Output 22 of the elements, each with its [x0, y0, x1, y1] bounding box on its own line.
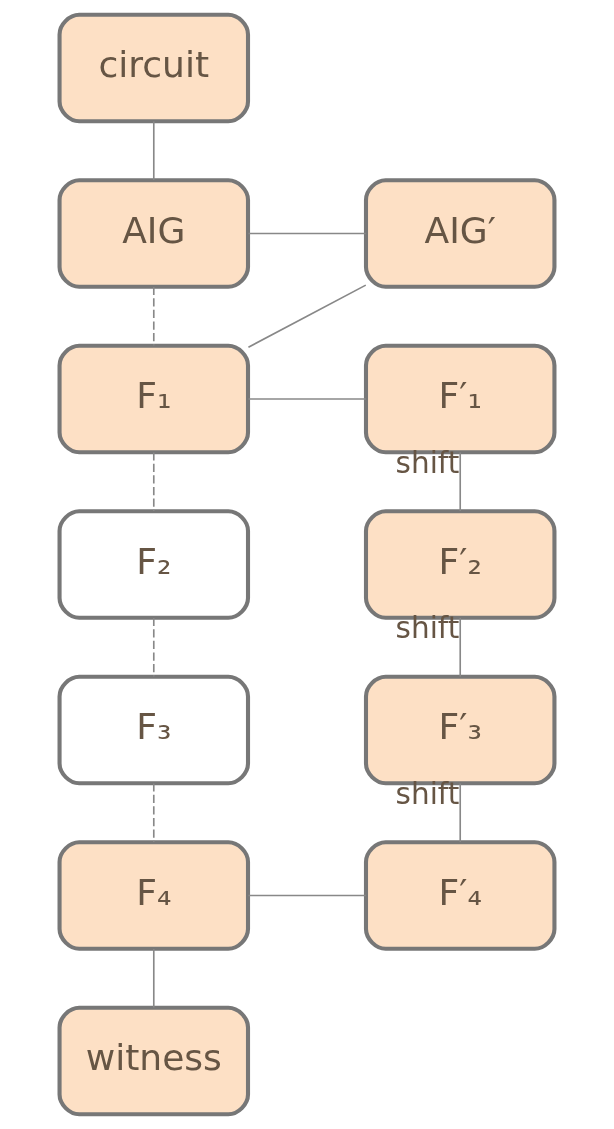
connector: [459, 451, 462, 512]
node-box: AIG: [57, 178, 251, 289]
connector: [152, 782, 155, 843]
connector: [247, 894, 367, 897]
connector: [152, 948, 155, 1009]
connector: [247, 398, 367, 400]
node-box: F₂: [57, 509, 251, 620]
connector: [152, 617, 155, 678]
node-box: circuit: [57, 12, 251, 124]
connector: [152, 120, 155, 181]
connector: [152, 451, 155, 512]
connector: [459, 782, 462, 843]
connector: [247, 284, 367, 349]
connector: [459, 617, 462, 678]
node-box: witness: [57, 1005, 251, 1117]
connector: [247, 232, 367, 235]
node-box: F′₄: [363, 840, 557, 951]
node-box: F₃: [57, 674, 251, 786]
node-box: F₁: [57, 343, 251, 455]
node-box: AIG′: [363, 178, 557, 289]
connector: [152, 286, 155, 347]
node-box: F₄: [57, 840, 251, 951]
